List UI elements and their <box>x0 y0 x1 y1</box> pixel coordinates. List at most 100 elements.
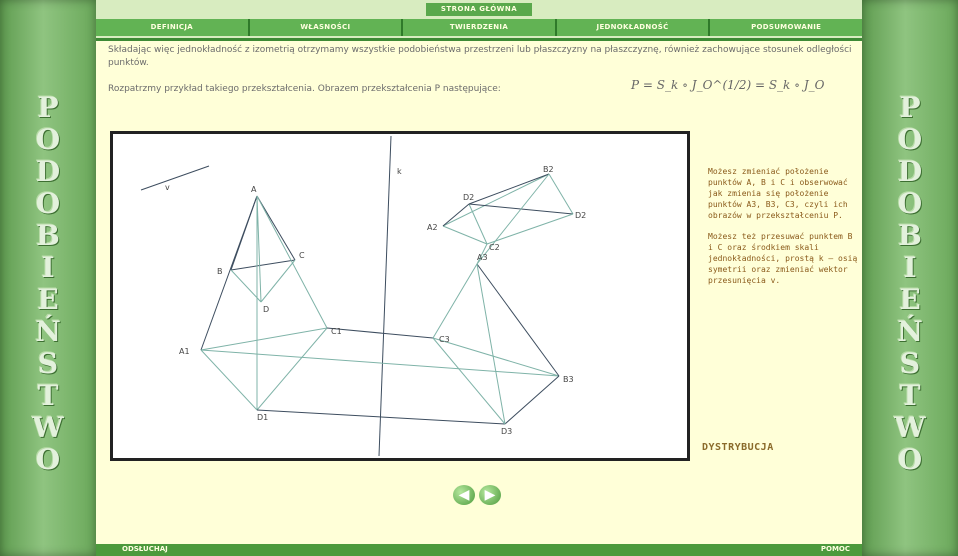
label-D2: D2 <box>463 193 474 202</box>
label-A3: A3 <box>477 253 488 262</box>
segment-C1-D1 <box>256 327 328 411</box>
next-arrow-icon[interactable]: ▶ <box>479 485 501 505</box>
segment-A2-B2 <box>442 173 550 227</box>
bottom-bar: ODSŁUCHAJ POMOC <box>96 544 862 556</box>
label-C1: C1 <box>331 327 342 336</box>
home-button[interactable]: STRONA GŁÓWNA <box>426 3 532 16</box>
segment-A3-C3 <box>432 263 478 339</box>
segment-C2-D3u <box>486 213 574 245</box>
segment-B2-C2 <box>468 203 488 245</box>
left-letter-6: E <box>37 283 59 316</box>
segment-A3-B3 <box>476 263 560 377</box>
label-A1: A1 <box>179 347 190 356</box>
segment-A2-D2 <box>442 203 470 227</box>
right-letter-6: E <box>899 283 921 316</box>
page-navigation: ◀ ▶ <box>453 485 501 505</box>
main-panel: STRONA GŁÓWNA DEFINICJA WŁASNOŚCI TWIERD… <box>96 0 862 556</box>
right-letter-0: P <box>899 91 921 124</box>
help-button[interactable]: POMOC <box>820 545 850 553</box>
label-D1: D1 <box>257 413 268 422</box>
segment-CD <box>260 259 296 303</box>
left-letter-4: B <box>36 219 60 252</box>
segment-C3-B3 <box>432 337 560 377</box>
segment-B3-D3 <box>504 375 560 425</box>
tab-properties[interactable]: WŁASNOŚCI <box>249 19 404 36</box>
segment-D2-B2 <box>468 173 550 205</box>
segment-C2-A3 <box>476 243 488 265</box>
label-B: B <box>217 267 223 276</box>
top-navigation: STRONA GŁÓWNA DEFINICJA WŁASNOŚCI TWIERD… <box>96 0 862 41</box>
segment-C3-D3 <box>432 337 506 425</box>
left-letter-5: I <box>41 251 55 284</box>
label-B3: B3 <box>563 375 574 384</box>
right-letter-9: T <box>899 379 921 412</box>
label-B2: B2 <box>543 165 554 174</box>
right-letter-5: I <box>903 251 917 284</box>
segment-D1-D3 <box>256 409 506 425</box>
intro-text: Składając więc jednokładność z izometrią… <box>108 45 852 68</box>
right-letter-2: D <box>897 155 923 188</box>
label-axis: k <box>397 167 402 176</box>
segment-CA <box>256 195 296 261</box>
label-A2: A2 <box>427 223 438 232</box>
tab-definition[interactable]: DEFINICJA <box>96 19 250 36</box>
left-letter-9: T <box>37 379 59 412</box>
right-letter-7: Ń <box>897 315 923 348</box>
task-text: Rozpatrzmy przykład takiego przekształce… <box>108 84 501 94</box>
left-letter-0: P <box>37 91 59 124</box>
right-letter-4: B <box>898 219 922 252</box>
listen-button[interactable]: ODSŁUCHAJ <box>122 545 168 553</box>
label-vector: v <box>165 183 170 192</box>
label-A: A <box>251 185 257 194</box>
segment-A3-D3 <box>476 263 506 425</box>
transformation-formula: P = S_k ∘ J_O^(1/2) = S_k ∘ J_O <box>631 78 825 92</box>
left-letter-1: O <box>35 123 61 156</box>
geometry-canvas[interactable]: v k A B C D A1 C1 D1 C3 B3 D3 A3 A2 B2 C… <box>110 131 690 461</box>
label-C2: C2 <box>489 243 500 252</box>
segment-B2-A3 <box>476 173 550 265</box>
right-letter-1: O <box>897 123 923 156</box>
tab-homothety[interactable]: JEDNOKŁADNOŚĆ <box>556 19 711 36</box>
segment-A1-C1 <box>200 327 328 351</box>
tab-bar: DEFINICJA WŁASNOŚCI TWIERDZENIA JEDNOKŁA… <box>96 19 862 36</box>
right-letter-8: S <box>899 347 921 380</box>
tab-summary[interactable]: PODSUMOWANIE <box>710 19 862 36</box>
vector-line[interactable] <box>140 165 210 191</box>
segment-A2-C2 <box>442 225 488 245</box>
left-letter-8: S <box>37 347 59 380</box>
axis-line[interactable] <box>378 135 392 457</box>
segment-A1-A <box>200 195 258 351</box>
previous-arrow-icon[interactable]: ◀ <box>453 485 475 505</box>
segment-B2-D3u <box>548 173 574 215</box>
left-letter-10: W <box>32 411 64 444</box>
label-D3: D3 <box>501 427 512 436</box>
segment-A1-D1 <box>200 349 258 411</box>
right-letter-3: O <box>897 187 923 220</box>
segment-BD <box>230 269 262 303</box>
segment-C1-A <box>256 195 328 329</box>
label-D: D <box>263 305 269 314</box>
segment-A1-B3 <box>200 349 560 377</box>
left-letter-11: O <box>35 443 61 476</box>
label-C: C <box>299 251 305 260</box>
left-letter-3: O <box>35 187 61 220</box>
right-letter-11: O <box>897 443 923 476</box>
geometry-figure: v k A B C D A1 C1 D1 C3 B3 D3 A3 A2 B2 C… <box>140 135 586 457</box>
right-letter-10: W <box>894 411 926 444</box>
left-letter-2: D <box>35 155 61 188</box>
label-D3u: D2 <box>575 211 586 220</box>
explanation-panel: Możesz zmieniać położenie punktów A, B i… <box>708 166 860 296</box>
explanation-paragraph-1: Możesz zmieniać położenie punktów A, B i… <box>708 167 848 220</box>
distinction-link[interactable]: DYSTRYBUCJA <box>702 442 774 453</box>
explanation-paragraph-2: Możesz też przesuwać punktem B i C oraz … <box>708 232 858 285</box>
tab-theorems[interactable]: TWIERDZENIA <box>403 19 557 36</box>
label-C3: C3 <box>439 335 450 344</box>
left-letter-7: Ń <box>35 315 61 348</box>
segment-AD <box>256 195 262 303</box>
segment-BC <box>230 259 296 271</box>
segment-C1-C3 <box>326 327 434 339</box>
